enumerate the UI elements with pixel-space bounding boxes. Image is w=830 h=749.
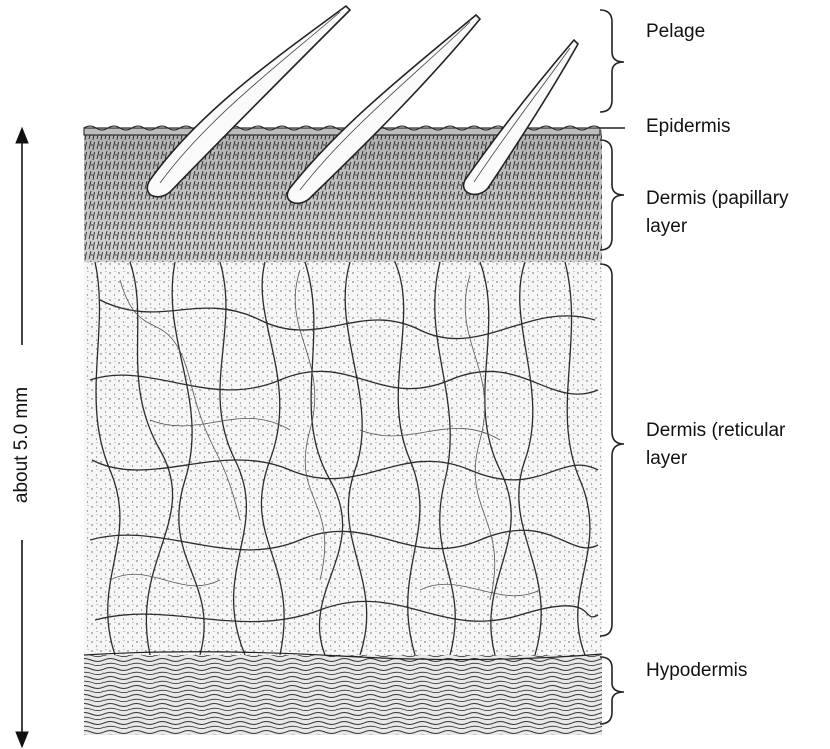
scale-label: about 5.0 mm	[11, 387, 33, 503]
reticular-dermis	[84, 262, 602, 657]
papillary-label-line1: Dermis (papillary	[646, 186, 789, 211]
papillary-label-line2: layer	[646, 214, 687, 239]
layer-braces	[600, 10, 625, 724]
hypodermis-brace	[600, 657, 624, 724]
reticular-label-line1: Dermis (reticular	[646, 418, 785, 443]
hypodermis-label: Hypodermis	[646, 658, 747, 683]
pelage-brace	[600, 10, 624, 112]
papillary-brace	[600, 140, 624, 250]
reticular-brace	[600, 264, 624, 636]
reticular-label-line2: layer	[646, 446, 687, 471]
hypodermis-layer	[84, 652, 602, 735]
epidermis-label: Epidermis	[646, 114, 730, 139]
pelage-label: Pelage	[646, 19, 705, 44]
